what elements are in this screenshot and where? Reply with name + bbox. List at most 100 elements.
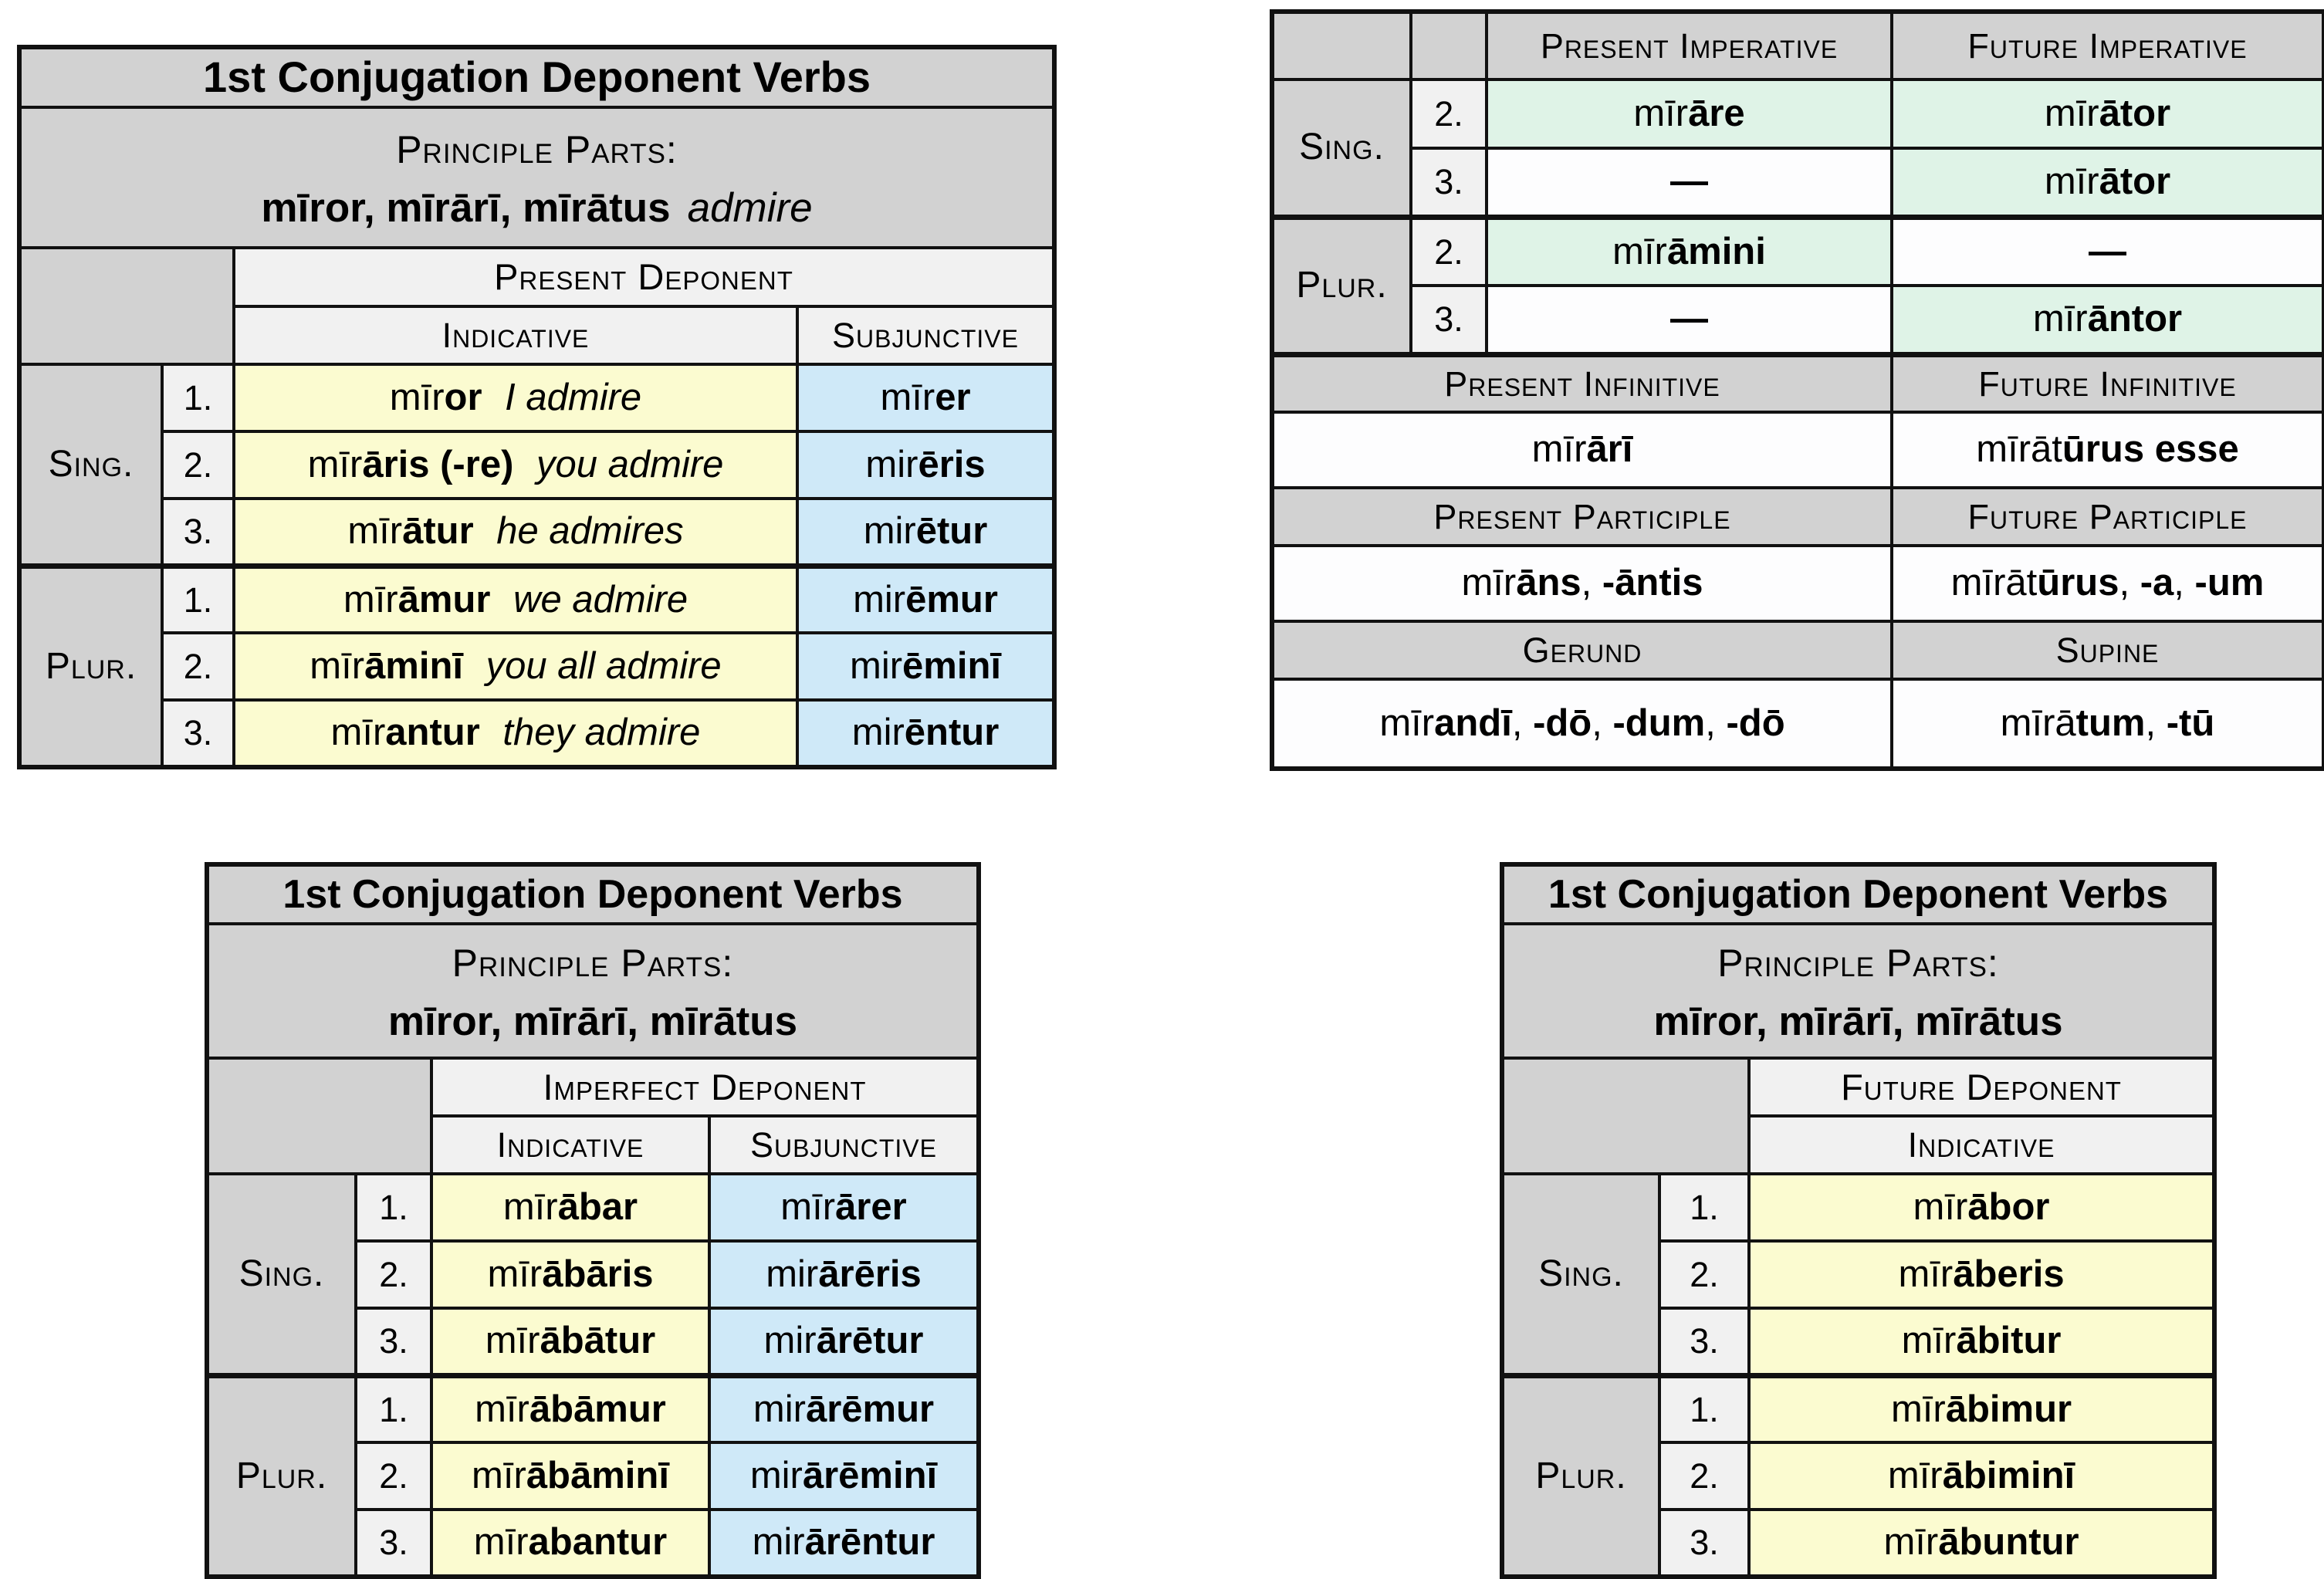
indicative-cell: mīrābiminī <box>1747 1441 2217 1511</box>
indicative-cell: mīrābātur <box>430 1307 711 1377</box>
section-header: Future Infinitive <box>1890 351 2324 414</box>
subjunctive-cell: mīrārer <box>708 1172 980 1243</box>
principle-parts-gloss: admire <box>687 185 813 232</box>
person-label: Sing. <box>1270 78 1412 218</box>
empty-form-cell: — <box>1485 284 1893 356</box>
row-number: 2. <box>161 430 235 500</box>
principle-parts-label: Principle Parts: <box>396 127 678 171</box>
indicative-cell: mīror I admire <box>232 363 799 433</box>
column-header-subjunctive: Subjunctive <box>795 305 1057 366</box>
present-imperative-cell: mīrāre <box>1485 78 1893 150</box>
indicative-cell: mīrantur they admire <box>232 698 799 769</box>
subjunctive-cell: mirēminī <box>795 631 1057 702</box>
column-header-indicative: Indicative <box>1747 1114 2217 1175</box>
row-number: 1. <box>1658 1372 1751 1444</box>
indicative-cell: mīrāberis <box>1747 1239 2217 1310</box>
subjunctive-cell: mirētur <box>795 497 1057 567</box>
principle-parts-label: Principle Parts: <box>452 941 734 985</box>
column-header-indicative: Indicative <box>430 1114 711 1175</box>
imperfect-deponent-table: 1st Conjugation Deponent Verbs Principle… <box>205 862 981 1579</box>
empty-form-cell: — <box>1485 147 1893 218</box>
row-number: 3. <box>1409 284 1488 356</box>
row-number: 3. <box>354 1508 433 1578</box>
principle-parts-latin: mīror, mīrārī, mīrātus <box>387 999 798 1045</box>
person-label: Plur. <box>1270 214 1412 356</box>
form-cell: mīrāns, -āntis <box>1270 544 1893 623</box>
row-number: 2. <box>1409 78 1488 150</box>
person-label: Plur. <box>1500 1372 1661 1578</box>
row-number: 1. <box>161 563 235 634</box>
imperative-and-forms-table: Present Imperative Future Imperative Sin… <box>1270 9 2324 771</box>
subjunctive-cell: mirārēminī <box>708 1441 980 1511</box>
indicative-cell: mīrātur he admires <box>232 497 799 567</box>
form-cell: mīrārī <box>1270 411 1893 489</box>
person-label: Plur. <box>18 563 164 769</box>
indicative-cell: mīrabantur <box>430 1508 711 1578</box>
section-header: Imperfect Deponent <box>430 1057 980 1117</box>
row-number: 1. <box>354 1172 433 1243</box>
indicative-cell: mīrābitur <box>1747 1307 2217 1377</box>
row-number: 2. <box>1409 214 1488 287</box>
indicative-cell: mīrābimur <box>1747 1372 2217 1444</box>
person-label: Plur. <box>205 1372 357 1578</box>
subjunctive-cell: mirārētur <box>708 1307 980 1377</box>
row-number: 3. <box>161 698 235 769</box>
section-header: Future Participle <box>1890 486 2324 547</box>
person-label: Sing. <box>205 1172 357 1377</box>
indicative-cell: mīrābāminī <box>430 1441 711 1511</box>
subjunctive-cell: mirārēris <box>708 1239 980 1310</box>
row-number: 1. <box>1658 1172 1751 1243</box>
indicative-cell: mīrāminī you all admire <box>232 631 799 702</box>
column-header-present-imperative: Present Imperative <box>1485 10 1893 81</box>
row-number: 3. <box>354 1307 433 1377</box>
indicative-cell: mīrāris (-re) you admire <box>232 430 799 500</box>
principle-parts-label: Principle Parts: <box>1717 941 1999 985</box>
principle-parts-latin: mīror, mīrārī, mīrātus <box>261 185 671 232</box>
corner-cell <box>1409 10 1488 81</box>
row-number: 2. <box>161 631 235 702</box>
indicative-cell: mīrāmur we admire <box>232 563 799 634</box>
table-title: 1st Conjugation Deponent Verbs <box>17 46 1057 109</box>
subjunctive-cell: mirārēntur <box>708 1508 980 1578</box>
row-number: 2. <box>1658 1239 1751 1310</box>
row-number: 3. <box>1658 1307 1751 1377</box>
form-cell: mīrandī, -dō, -dum, -dō <box>1270 678 1893 770</box>
row-number: 2. <box>354 1239 433 1310</box>
person-label: Sing. <box>1500 1172 1661 1377</box>
row-number: 3. <box>1658 1508 1751 1578</box>
subjunctive-cell: mirēntur <box>795 698 1057 769</box>
row-number: 3. <box>161 497 235 567</box>
future-imperative-cell: mīrātor <box>1890 147 2324 218</box>
principle-parts-cell: Principle Parts: mīror, mīrārī, mīrātus a… <box>17 106 1057 249</box>
principle-parts-cell: Principle Parts: mīror, mīrārī, mīrātus <box>205 922 980 1060</box>
indicative-cell: mīrābāris <box>430 1239 711 1310</box>
subjunctive-cell: mīrer <box>795 363 1057 433</box>
principle-parts-cell: Principle Parts: mīror, mīrārī, mīrātus <box>1500 922 2217 1060</box>
form-cell: mīrātūrus, -a, -um <box>1890 544 2324 623</box>
column-header-indicative: Indicative <box>232 305 799 366</box>
table-title: 1st Conjugation Deponent Verbs <box>205 863 980 925</box>
form-cell: mīrātūrus esse <box>1890 411 2324 489</box>
future-deponent-table: 1st Conjugation Deponent Verbs Principle… <box>1500 862 2217 1579</box>
section-header: Present Participle <box>1270 486 1893 547</box>
indicative-cell: mīrābor <box>1747 1172 2217 1243</box>
row-number: 2. <box>1658 1441 1751 1511</box>
present-imperative-cell: mīrāmini <box>1485 214 1893 287</box>
principle-parts-latin: mīror, mīrārī, mīrātus <box>1653 999 2063 1045</box>
row-number: 1. <box>161 363 235 433</box>
present-deponent-table: 1st Conjugation Deponent Verbs Principle… <box>17 45 1057 769</box>
row-number: 1. <box>354 1372 433 1444</box>
section-header: Future Deponent <box>1747 1057 2217 1117</box>
row-number: 2. <box>354 1441 433 1511</box>
column-header-subjunctive: Subjunctive <box>708 1114 980 1175</box>
future-imperative-cell: mīrāntor <box>1890 284 2324 356</box>
corner-cell <box>205 1057 433 1175</box>
corner-cell <box>18 246 235 366</box>
subjunctive-cell: mirārēmur <box>708 1372 980 1444</box>
column-header-future-imperative: Future Imperative <box>1890 10 2324 81</box>
form-cell: mīrātum, -tū <box>1890 678 2324 770</box>
person-label: Sing. <box>18 363 164 567</box>
section-header: Present Deponent <box>232 246 1057 308</box>
subjunctive-cell: mirēris <box>795 430 1057 500</box>
